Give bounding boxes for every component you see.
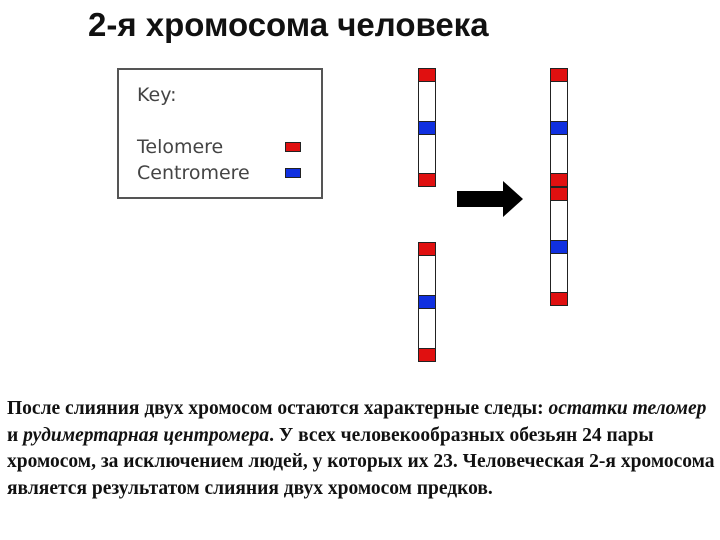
vestigial-centromere-band [550, 240, 568, 254]
page-title: 2-я хромосома человека [88, 6, 489, 43]
caption-text: После слияния двух хромосом остаются хар… [7, 396, 717, 502]
telomere-swatch [285, 142, 301, 152]
centromere-band [418, 121, 436, 135]
legend-label-telomere: Telomere [137, 136, 224, 158]
telomere-band [550, 68, 568, 82]
caption-italic-1: остатки теломер [548, 398, 707, 419]
centromere-band [550, 121, 568, 135]
ancestral-chromosome-b [418, 242, 436, 362]
caption-part-2: и [7, 424, 24, 446]
centromere-swatch [285, 168, 301, 178]
telomere-band [418, 348, 436, 362]
legend-box: Key: Telomere Centromere [117, 68, 323, 199]
legend-title: Key: [137, 84, 177, 106]
telomere-band [418, 68, 436, 82]
centromere-band [418, 295, 436, 309]
fused-human-chromosome-2 [550, 68, 568, 306]
caption-part-3: . У всех человекообразных обезьян 24 пар… [7, 424, 715, 499]
legend-label-centromere: Centromere [137, 162, 250, 184]
caption-part-1: После слияния двух хромосом остаются хар… [7, 398, 549, 419]
right-arrow-icon [457, 181, 523, 217]
telomere-band [418, 242, 436, 256]
telomere-band [418, 173, 436, 187]
telomere-band [550, 292, 568, 306]
vestigial-telomere-band [550, 187, 568, 201]
vestigial-telomere-band [550, 173, 568, 187]
ancestral-chromosome-a [418, 68, 436, 187]
caption-italic-2: рудимертарная центромера [23, 424, 270, 446]
